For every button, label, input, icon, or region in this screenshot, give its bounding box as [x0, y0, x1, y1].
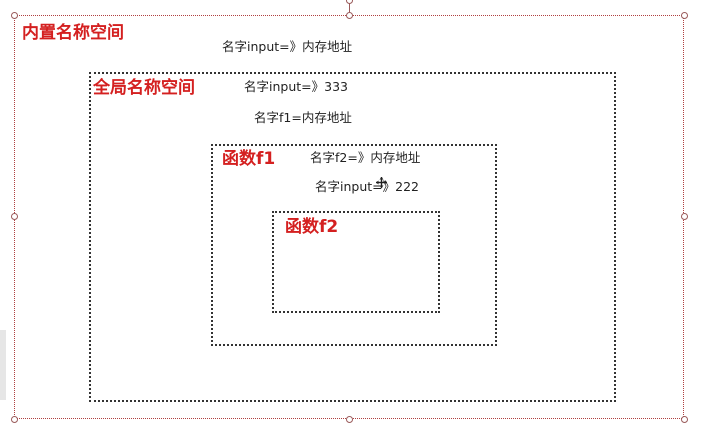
move-cursor-icon	[376, 177, 387, 188]
f1-f2-mapping: 名字f2=》内存地址	[310, 150, 421, 165]
resize-handle-bottom-right[interactable]	[681, 416, 688, 423]
left-edge-strip	[0, 330, 6, 400]
resize-handle-middle-left[interactable]	[11, 213, 18, 220]
function-f1-title: 函数f1	[222, 149, 276, 169]
function-f1-box[interactable]	[211, 144, 497, 346]
resize-handle-top-middle[interactable]	[346, 12, 353, 19]
global-namespace-title: 全局名称空间	[93, 78, 195, 98]
resize-handle-bottom-middle[interactable]	[346, 416, 353, 423]
builtin-namespace-title: 内置名称空间	[22, 23, 124, 43]
function-f2-title: 函数f2	[285, 217, 339, 237]
resize-handle-top-left[interactable]	[11, 12, 18, 19]
global-f1-mapping: 名字f1=内存地址	[254, 110, 352, 125]
rotate-handle[interactable]	[346, 0, 353, 4]
resize-handle-bottom-left[interactable]	[11, 416, 18, 423]
resize-handle-top-right[interactable]	[681, 12, 688, 19]
resize-handle-middle-right[interactable]	[681, 213, 688, 220]
global-input-mapping: 名字input=》333	[244, 79, 348, 94]
f1-input-mapping: 名字input=》222	[315, 179, 419, 194]
builtin-input-mapping: 名字input=》内存地址	[222, 39, 353, 54]
rotate-handle-connector	[349, 0, 350, 12]
global-namespace-box[interactable]	[89, 72, 616, 402]
function-f2-box[interactable]	[272, 211, 440, 313]
